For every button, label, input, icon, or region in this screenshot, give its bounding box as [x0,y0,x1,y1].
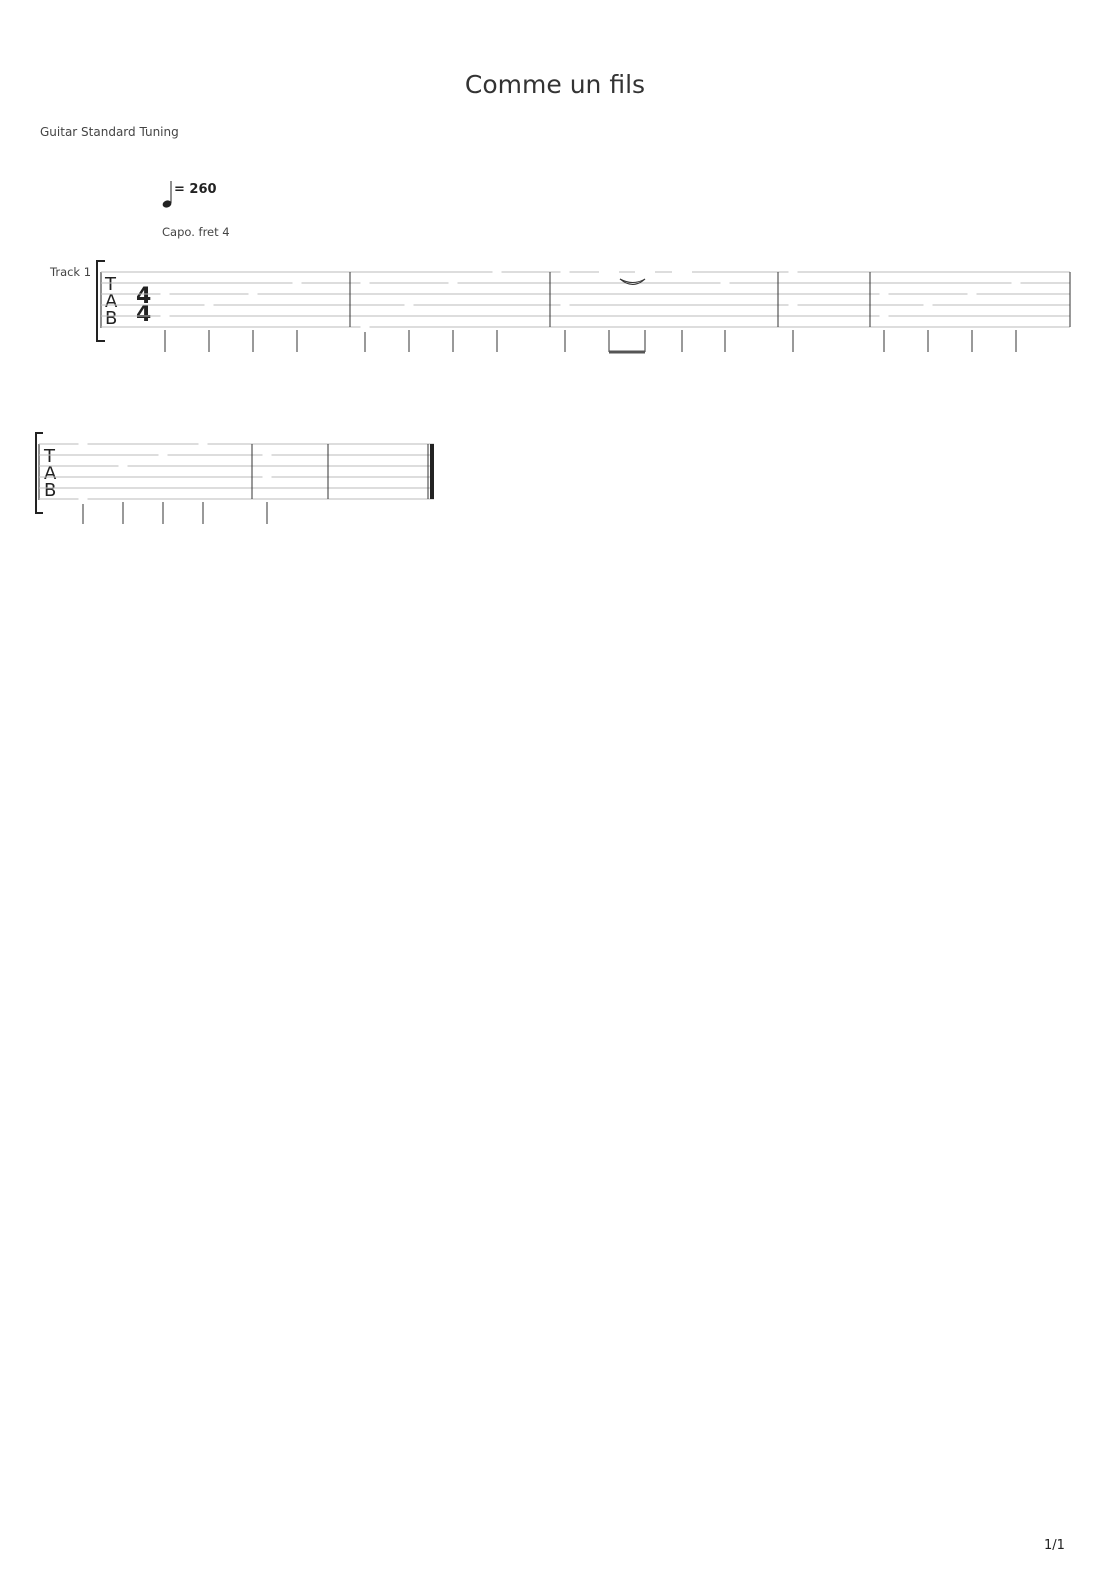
tie-arc-inner [619,278,646,283]
fret-background [198,438,208,449]
fret-background [248,288,258,299]
fret-background [160,310,170,321]
fret-background [788,266,798,277]
fret-background [788,299,798,310]
tab-letter-a: A [105,291,118,312]
fret-background [160,288,170,299]
tab-lines [39,443,434,500]
fret-background [560,266,570,277]
fret-background [967,288,977,299]
fret-background [448,277,458,288]
fret-background [879,310,889,321]
final-barline-thick [430,444,434,499]
staff-bracket [96,260,105,342]
fret-background [360,277,370,288]
fret-background [404,299,414,310]
fret-background [78,438,88,449]
tab-content [160,266,1071,354]
system-2: T A B [35,432,434,524]
tab-letter-a: A [44,463,57,484]
staff-bracket [35,432,43,514]
fret-background [879,288,889,299]
fret-background [492,266,502,277]
fret-background [78,493,88,504]
fret-background [635,266,655,277]
fret-background [923,299,933,310]
fret-background [118,460,128,471]
tab-letter-t: T [43,446,56,467]
fret-background [292,277,302,288]
fret-background [599,266,619,277]
fret-background [720,277,730,288]
tempo-value: = 260 [174,182,217,197]
tab-letter-b: B [105,308,117,329]
track-label: Track 1 [49,265,91,279]
system-1: = 260 Capo. fret 4 Track 1 T A B 4 4 [49,181,1071,354]
tempo-marking: = 260 [162,181,217,208]
tuning-label: Guitar Standard Tuning [40,125,179,139]
page-number: 1/1 [1044,1538,1065,1553]
song-title: Comme un fils [464,70,646,99]
tab-letter-b: B [44,480,56,501]
fret-background [262,449,272,460]
fret-background [262,471,272,482]
fret-background [560,299,570,310]
fret-background [360,321,370,332]
time-signature-top: 4 [136,284,151,309]
tab-content [78,438,434,524]
time-signature-bottom: 4 [136,302,151,327]
tab-letter-t: T [104,274,117,295]
fret-background [672,266,692,277]
fret-background [204,299,214,310]
quarter-note-icon [162,200,172,208]
fret-background [1011,277,1021,288]
tie-arc [619,278,646,285]
tab-lines [101,271,1070,328]
capo-label: Capo. fret 4 [162,225,230,239]
fret-background [158,449,168,460]
